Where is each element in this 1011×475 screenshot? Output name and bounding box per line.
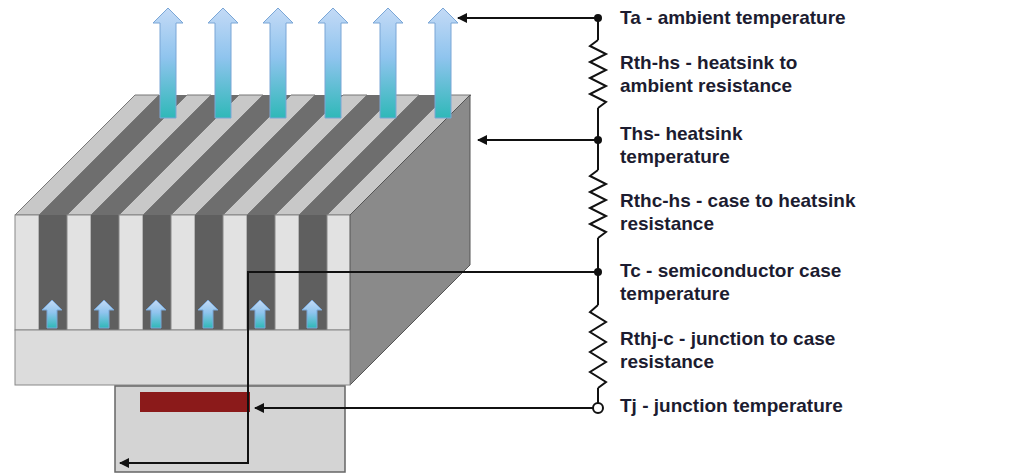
airflow-arrow (263, 8, 293, 118)
fin-slot (91, 215, 119, 330)
fin-front (119, 215, 143, 330)
airflow-arrow (318, 8, 348, 118)
thermal-circuit (120, 18, 606, 463)
thermal-label: Tj - junction temperature (620, 394, 980, 417)
fin-front (15, 215, 39, 330)
heatsink-side (350, 95, 470, 385)
airflow-arrow (208, 8, 238, 118)
airflow-out (153, 8, 458, 118)
thermal-label: Rth-hs - heatsink to ambient resistance (620, 51, 835, 97)
airflow-arrow (153, 8, 183, 118)
fin-front (171, 215, 195, 330)
thermal-label: Ths- heatsink temperature (620, 122, 770, 168)
airflow-arrow (42, 300, 62, 328)
semiconductor-package (115, 386, 345, 472)
circuit-nodes (594, 14, 602, 276)
thermal-label: Rthj-c - junction to case resistance (620, 327, 875, 373)
airflow-arrow (94, 300, 114, 328)
airflow-arrow (198, 300, 218, 328)
thermal-label: Tc - semiconductor case temperature (620, 259, 875, 305)
fin-front (67, 215, 91, 330)
airflow-in (42, 300, 322, 328)
fin-slot (195, 215, 223, 330)
airflow-arrow (250, 300, 270, 328)
fin-slot (39, 215, 67, 330)
fin-slot (143, 215, 171, 330)
airflow-arrow (428, 8, 458, 118)
airflow-arrow (302, 300, 322, 328)
airflow-arrow (373, 8, 403, 118)
airflow-arrow (146, 300, 166, 328)
semiconductor-die (140, 392, 250, 412)
thermal-label: Rthc-hs - case to heatsink resistance (620, 189, 890, 235)
thermal-label: Ta - ambient temperature (620, 6, 980, 29)
heatsink-base (15, 330, 350, 385)
fin-front (223, 215, 247, 330)
